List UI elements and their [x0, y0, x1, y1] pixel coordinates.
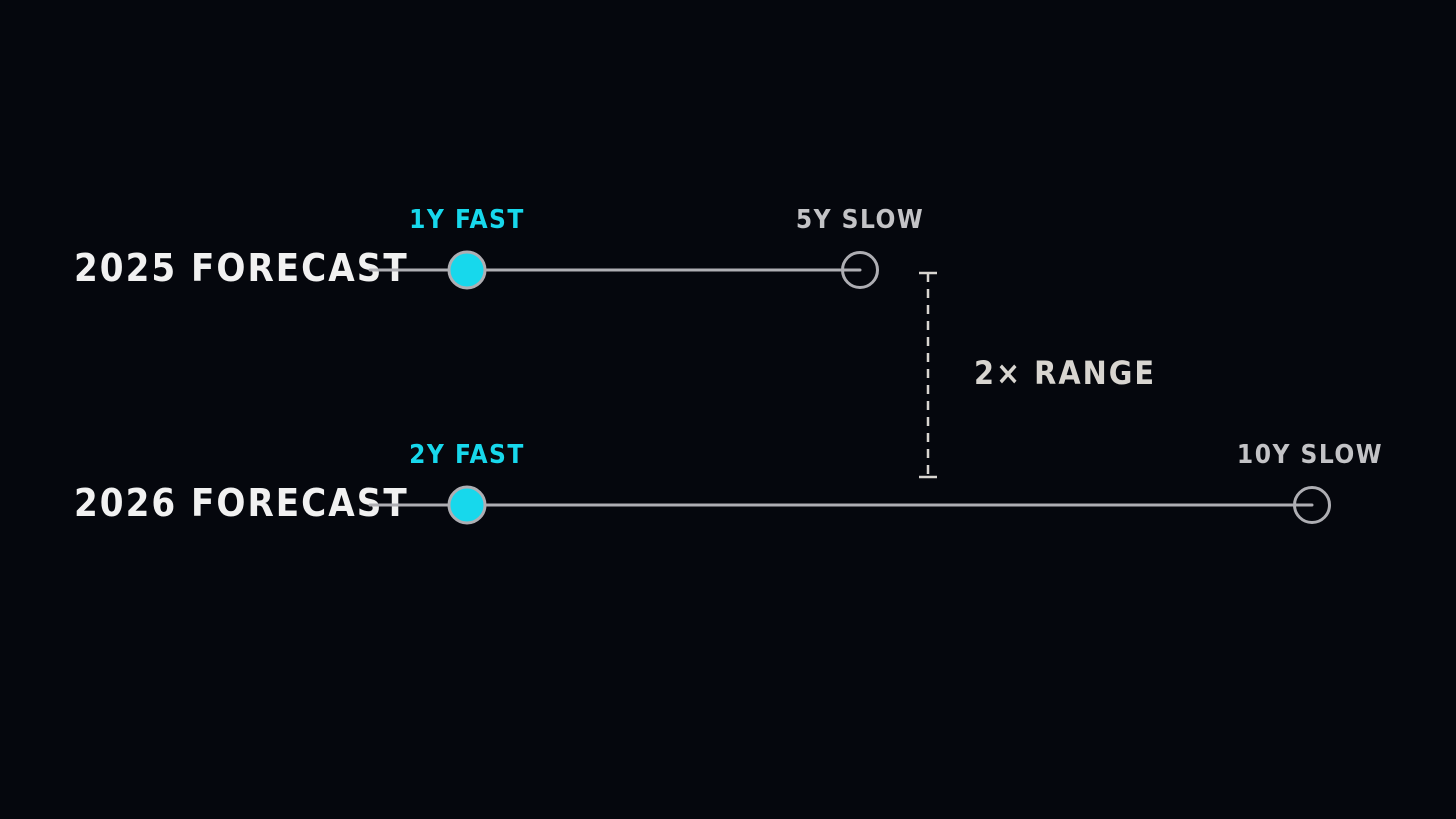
slow-label-2025: 5Y SLOW: [796, 205, 924, 235]
row-label-2026: 2026 FORECAST: [74, 481, 409, 525]
slow-marker-2026: [1293, 486, 1331, 524]
fast-label-2025: 1Y FAST: [409, 205, 525, 235]
fast-label-2026: 2Y FAST: [409, 440, 525, 470]
range-annotation: 2× RANGE: [919, 271, 1156, 479]
forecast-row-2026: 2026 FORECAST 2Y FAST 10Y SLOW: [74, 440, 1383, 525]
fast-marker-2025: [447, 250, 487, 290]
row-label-2025: 2025 FORECAST: [74, 246, 409, 290]
slow-marker-2025: [841, 251, 879, 289]
fast-marker-2026: [447, 485, 487, 525]
forecast-row-2025: 2025 FORECAST 1Y FAST 5Y SLOW: [74, 205, 924, 290]
slow-label-2026: 10Y SLOW: [1237, 440, 1383, 470]
range-label: 2× RANGE: [974, 354, 1156, 392]
